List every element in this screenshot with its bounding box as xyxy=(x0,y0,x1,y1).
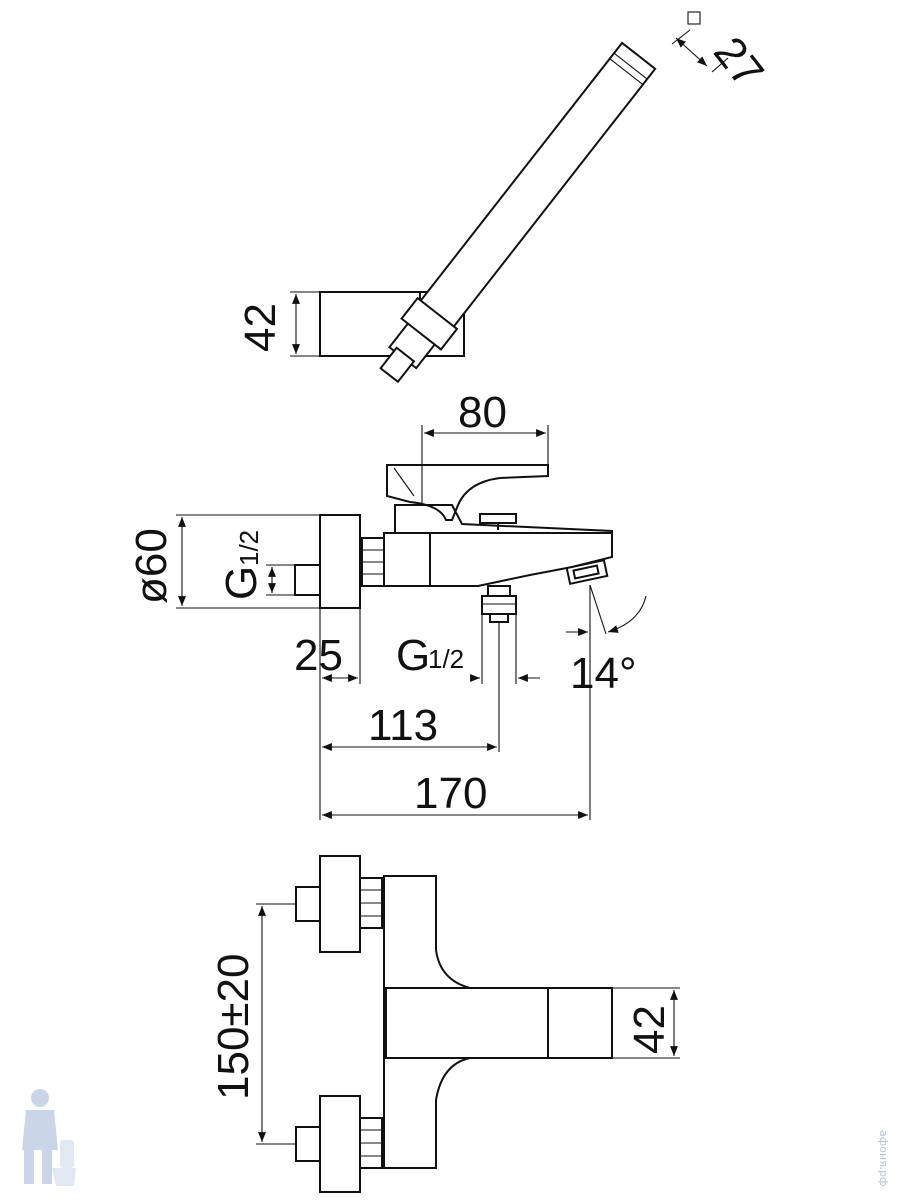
dim-inlet-diameter: ø60 xyxy=(127,528,176,604)
mixer-front-view: 150±20 42 xyxy=(209,855,680,1193)
spout-front xyxy=(385,987,613,1059)
dim-lever-length: 80 xyxy=(458,388,507,437)
upper-flange xyxy=(319,855,361,953)
dim-connector-thread-fraction: 1/2 xyxy=(428,644,464,674)
dim-spout-height: 42 xyxy=(625,1005,674,1054)
mixer-side-view: 80 ø60 G 1/2 25 G 1/2 14° 113 xyxy=(127,388,647,820)
mixer-lever xyxy=(386,464,549,521)
watermark-text: афоня.рф xyxy=(877,1130,890,1187)
dim-flange-depth: 25 xyxy=(294,631,343,680)
mixer-body xyxy=(383,504,613,587)
wall-flange xyxy=(319,514,361,609)
lower-flange xyxy=(319,1095,361,1193)
dim-connector-thread: G xyxy=(396,631,430,680)
dim-outlet-offset: 113 xyxy=(368,701,438,750)
dim-inlet-thread-fraction: 1/2 xyxy=(234,530,264,566)
dim-hand-shower-square: 27 xyxy=(704,28,773,97)
square-symbol-icon xyxy=(687,11,701,25)
dim-holder-height: 42 xyxy=(236,303,285,352)
dim-inlet-thread: G xyxy=(217,566,266,600)
watermark-plumber-logo xyxy=(22,1089,76,1186)
hand-shower-view: 27 42 xyxy=(236,11,773,384)
dim-inlet-spacing: 150±20 xyxy=(209,953,258,1100)
dim-spout-angle: 14° xyxy=(570,649,637,698)
dim-overall-projection: 170 xyxy=(414,769,487,818)
shower-handle xyxy=(379,41,657,384)
